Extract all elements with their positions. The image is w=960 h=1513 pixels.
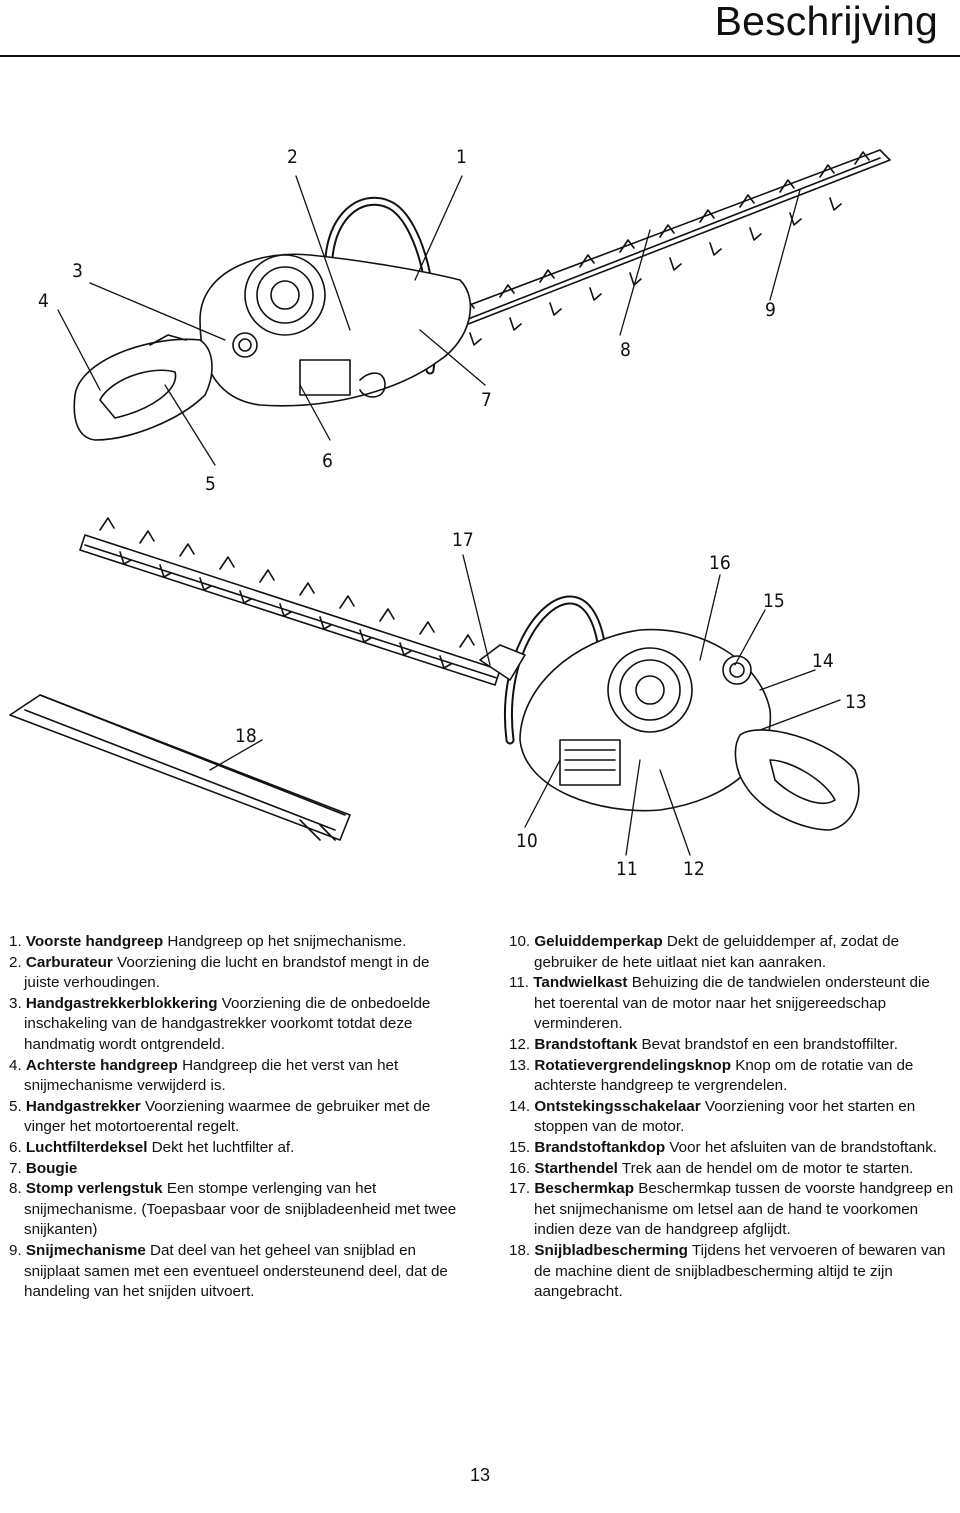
- callout-17: 17: [452, 529, 474, 551]
- hedge-trimmer-illustration: 1 2 3 4 5 6 7 8 9 10 11 12 13 14 15 16 1…: [9, 146, 891, 880]
- title-divider: [0, 55, 960, 57]
- top-trimmer-drawing: [73, 149, 891, 441]
- part-item-8: 8. Stomp verlengstuk Een stompe verlengi…: [9, 1180, 457, 1239]
- callout-18: 18: [235, 725, 257, 747]
- callout-11: 11: [616, 858, 638, 880]
- part-item-18: 18. Snijbladbescherming Tijdens het verv…: [509, 1241, 946, 1301]
- parts-list-right: 10. Geluiddemperkap Dekt de geluiddemper…: [509, 932, 954, 1303]
- callout-1: 1: [456, 146, 467, 168]
- part-item-17: 17. Beschermkap Beschermkap tussen de vo…: [509, 1180, 954, 1239]
- callout-5: 5: [205, 473, 216, 495]
- parts-list-left: 1. Voorste handgreep Handgreep op het sn…: [9, 932, 464, 1303]
- page-title: Beschrijving: [714, 0, 938, 44]
- part-item-11: 11. Tandwielkast Behuizing die de tandwi…: [509, 974, 930, 1033]
- callout-10: 10: [516, 830, 538, 852]
- part-item-14: 14. Ontstekingsschakelaar Voorziening vo…: [509, 1097, 916, 1136]
- part-item-3: 3. Handgastrekkerblokkering Voorziening …: [9, 994, 431, 1053]
- callout-7: 7: [481, 389, 492, 411]
- callout-16: 16: [709, 552, 731, 574]
- part-item-5: 5. Handgastrekker Voorziening waarmee de…: [9, 1097, 431, 1136]
- top-leader-lines: [57, 175, 801, 466]
- callout-9: 9: [765, 299, 776, 321]
- part-item-12: 12. Brandstoftank Bevat brandstof en een…: [509, 1035, 898, 1053]
- callout-12: 12: [683, 858, 705, 880]
- callout-14: 14: [812, 650, 834, 672]
- callout-3: 3: [72, 260, 83, 282]
- part-item-7: 7. Bougie: [9, 1159, 78, 1177]
- part-item-13: 13. Rotatievergrendelingsknop Knop om de…: [509, 1056, 914, 1095]
- part-item-16: 16. Starthendel Trek aan de hendel om de…: [509, 1159, 914, 1177]
- part-item-1: 1. Voorste handgreep Handgreep op het sn…: [9, 933, 407, 950]
- part-item-10: 10. Geluiddemperkap Dekt de geluiddemper…: [509, 933, 900, 971]
- callout-15: 15: [763, 590, 785, 612]
- callout-6: 6: [322, 450, 333, 472]
- part-item-15: 15. Brandstoftankdop Voor het afsluiten …: [509, 1138, 938, 1156]
- part-item-6: 6. Luchtfilterdeksel Dekt het luchtfilte…: [9, 1138, 295, 1156]
- callout-8: 8: [620, 339, 631, 361]
- bottom-trimmer-drawing: [9, 517, 860, 841]
- part-item-4: 4. Achterste handgreep Handgreep die het…: [9, 1056, 399, 1095]
- callout-4: 4: [38, 290, 49, 312]
- bottom-leader-lines: [209, 554, 841, 856]
- part-item-2: 2. Carburateur Voorziening die lucht en …: [9, 953, 430, 992]
- callout-13: 13: [845, 691, 867, 713]
- callout-2: 2: [287, 146, 298, 168]
- page-number: 13: [469, 1465, 491, 1485]
- part-item-9: 9. Snijmechanisme Dat deel van het gehee…: [9, 1241, 448, 1301]
